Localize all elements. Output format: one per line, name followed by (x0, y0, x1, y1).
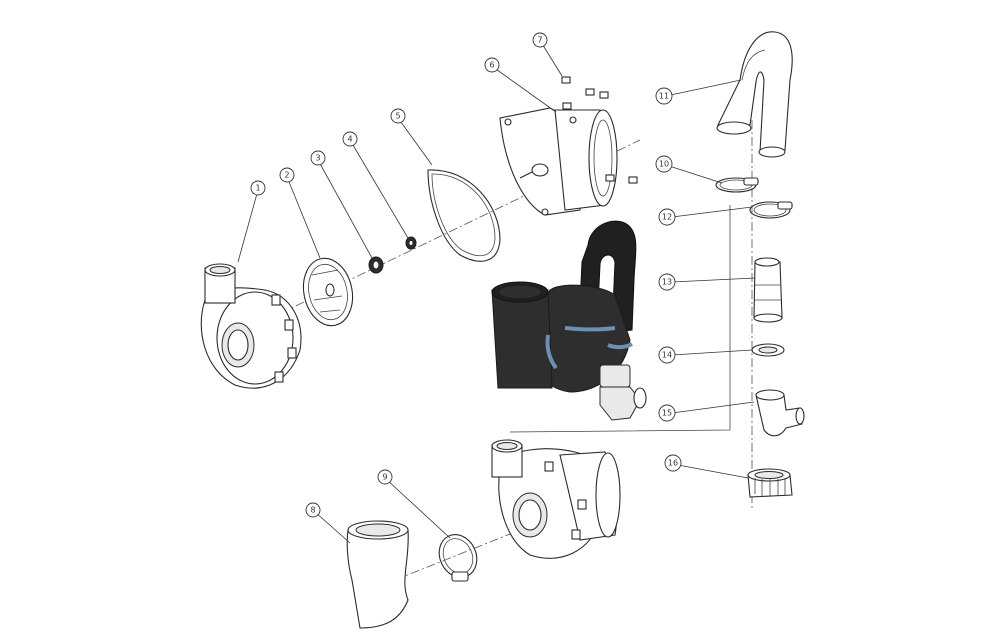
svg-text:5: 5 (395, 112, 400, 121)
svg-text:6: 6 (489, 61, 494, 70)
svg-text:14: 14 (662, 351, 672, 360)
callout-7: 7 (532, 32, 548, 48)
part-2-impeller-plate (302, 257, 354, 327)
part-11-u-hose (716, 31, 793, 158)
part-12-clamp (749, 201, 793, 219)
part-4-small-seal (405, 236, 417, 250)
svg-text:10: 10 (659, 160, 669, 169)
assembled-pump-unit (491, 220, 647, 421)
callout-13: 13 (658, 273, 676, 291)
callout-8: 8 (305, 502, 321, 518)
part-10-clamp (715, 177, 759, 193)
svg-text:15: 15 (662, 409, 672, 418)
callout-6: 6 (484, 57, 500, 73)
svg-text:11: 11 (659, 92, 669, 101)
part-14-washer (751, 343, 785, 357)
lower-pump-housing (491, 439, 621, 559)
part-6-motor (499, 107, 618, 216)
callout-2: 2 (279, 167, 295, 183)
part-8-lower-elbow (346, 520, 409, 629)
svg-text:8: 8 (310, 506, 315, 515)
svg-text:3: 3 (315, 154, 320, 163)
callout-1: 1 (250, 180, 266, 196)
callout-16: 16 (664, 454, 682, 472)
part-9-hose-clamp (438, 534, 478, 582)
svg-text:12: 12 (662, 213, 672, 222)
callout-11: 11 (655, 87, 673, 105)
callout-15: 15 (658, 404, 676, 422)
part-1-volute-housing (200, 263, 302, 389)
callout-9: 9 (377, 469, 393, 485)
lower-axis-line (394, 519, 546, 581)
svg-text:9: 9 (382, 473, 387, 482)
part-7-screws (561, 76, 638, 184)
svg-text:1: 1 (255, 184, 260, 193)
part-13-coupling-tube (753, 257, 783, 323)
callout-10: 10 (655, 155, 673, 173)
part-16-union-nut (747, 468, 793, 498)
part-15-elbow-fitting (755, 389, 805, 437)
svg-text:2: 2 (284, 171, 289, 180)
part-5-gasket (427, 169, 501, 262)
svg-text:7: 7 (537, 36, 542, 45)
callout-12: 12 (658, 208, 676, 226)
callout-3: 3 (310, 150, 326, 166)
callout-14: 14 (658, 346, 676, 364)
callout-4: 4 (342, 131, 358, 147)
part-3-seal (368, 256, 384, 274)
svg-text:13: 13 (662, 278, 672, 287)
leader-lines (237, 41, 756, 544)
assembly-connector-line (509, 205, 731, 433)
svg-text:4: 4 (347, 135, 352, 144)
callout-5: 5 (390, 108, 406, 124)
svg-text:16: 16 (668, 459, 678, 468)
